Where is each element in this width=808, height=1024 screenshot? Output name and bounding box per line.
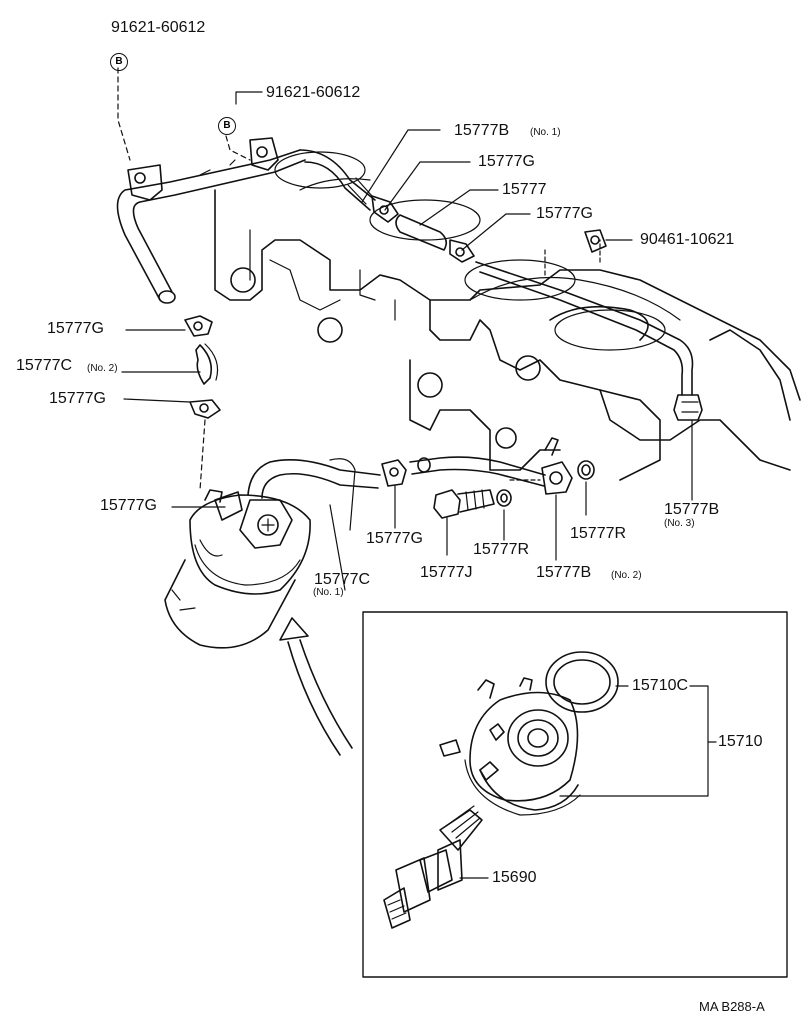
callout-15777G-d: 15777G [49, 390, 106, 407]
callout-15777C-no2: 15777C [16, 357, 73, 374]
detail-arrow [279, 617, 353, 756]
callout-15777R-a: 15777R [473, 541, 530, 558]
callout-15777B-no2: 15777B [536, 564, 592, 581]
callout-15710C: 15710C [632, 677, 689, 694]
callout-15777C-no1-sub: (No. 1) [313, 587, 344, 598]
callout-15777B-no3: 15777B [664, 501, 720, 518]
callout-91621-top: 91621-60612 [111, 19, 206, 36]
engine-block [214, 151, 801, 481]
callout-15777B-no2-sub: (No. 2) [611, 570, 642, 581]
callout-15777R-b: 15777R [570, 525, 627, 542]
callout-15690: 15690 [492, 869, 537, 886]
callout-15777B-no1: 15777B [454, 122, 510, 139]
diagram-code: MA B288-A [699, 999, 765, 1014]
oil-filter-assembly [164, 419, 693, 649]
callout-15777: 15777 [502, 181, 547, 198]
callout-leaders [121, 91, 633, 403]
bolt-marker-icon: B [218, 117, 236, 135]
bolt-marker-icon: B [110, 53, 128, 71]
callout-15777G-f: 15777G [366, 530, 423, 547]
callout-15777G-e: 15777G [100, 497, 157, 514]
callout-15777G-a: 15777G [478, 153, 535, 170]
callout-15777B-no3-sub: (No. 3) [664, 518, 695, 529]
callout-15777G-b: 15777G [536, 205, 593, 222]
callout-91621-mid: 91621-60612 [266, 84, 361, 101]
left-hose-parts [184, 315, 221, 491]
callout-15777C-no1: 15777C [314, 571, 371, 588]
callout-90461: 90461-10621 [640, 231, 735, 248]
callout-15710: 15710 [718, 733, 763, 750]
detail-inset [362, 611, 788, 978]
callout-15777B-no1-sub: (No. 1) [530, 127, 561, 138]
callout-15777G-c: 15777G [47, 320, 104, 337]
callout-15777C-no2-sub: (No. 2) [87, 363, 118, 374]
callout-15777J: 15777J [420, 564, 473, 581]
